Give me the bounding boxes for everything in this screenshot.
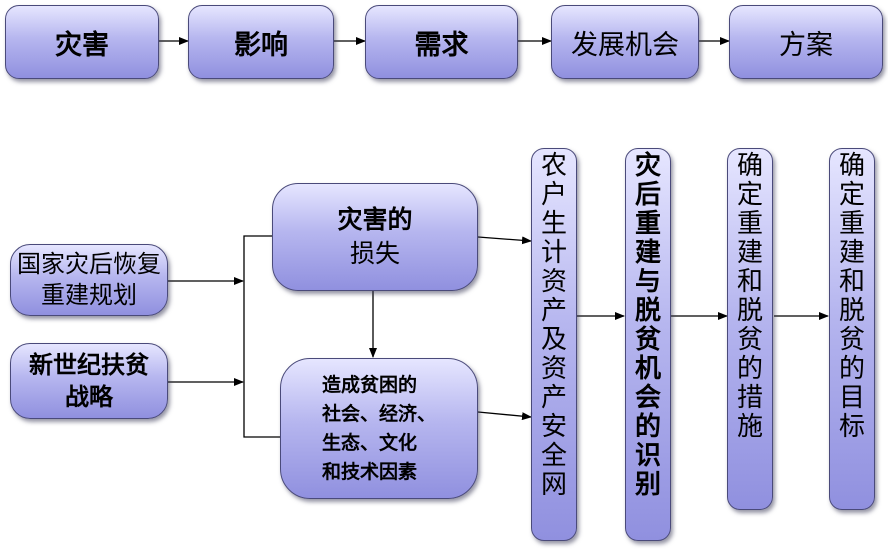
poverty-strategy-label: 新世纪扶贫战略	[29, 351, 149, 411]
top-box-opportunity-label: 发展机会	[571, 29, 679, 61]
poverty-factors-line1: 造成贫困的	[321, 373, 417, 396]
poverty-strategy-box: 新世纪扶贫战略	[10, 343, 168, 419]
poverty-factors-line3: 生态、文化	[321, 431, 417, 454]
poverty-factors-line2: 社会、经济、	[321, 402, 436, 425]
top-box-demand-label: 需求	[414, 29, 469, 61]
disaster-loss-line2: 损失	[349, 239, 400, 268]
top-box-opportunity: 发展机会	[551, 5, 699, 79]
goals-column: 确定重建和脱贫的目标	[829, 148, 875, 510]
poverty-factors-line4: 和技术因素	[321, 460, 417, 483]
opportunity-identification-column: 灾后重建与脱贫机会的识别	[625, 148, 671, 541]
disaster-loss-line1: 灾害的	[337, 205, 413, 234]
poverty-factors-box: 造成贫困的 社会、经济、 生态、文化 和技术因素	[280, 358, 478, 499]
top-box-impact-label: 影响	[234, 29, 288, 61]
goals-label: 确定重建和脱贫的目标	[838, 151, 865, 442]
measures-label: 确定重建和脱贫的措施	[736, 151, 763, 442]
livelihood-assets-column: 农户生计资产及资产安全网	[531, 148, 577, 541]
bus-bracket	[243, 235, 280, 438]
livelihood-assets-label: 农户生计资产及资产安全网	[540, 151, 567, 500]
top-box-demand: 需求	[365, 5, 518, 79]
measures-column: 确定重建和脱贫的措施	[727, 148, 773, 510]
disaster-loss-box: 灾害的 损失	[272, 183, 478, 291]
top-box-impact: 影响	[188, 5, 334, 79]
national-plan-box: 国家灾后恢复重建规划	[10, 244, 168, 316]
opportunity-identification-label: 灾后重建与脱贫机会的识别	[634, 151, 661, 500]
top-box-disaster: 灾害	[5, 5, 159, 79]
arrow-loss-to-livelihood	[477, 236, 532, 245]
arrow-factors-to-livelihood	[477, 411, 532, 421]
top-box-plan-label: 方案	[779, 29, 833, 61]
national-plan-label: 国家灾后恢复重建规划	[17, 250, 161, 309]
top-box-plan: 方案	[729, 5, 883, 79]
top-box-disaster-label: 灾害	[55, 29, 109, 61]
